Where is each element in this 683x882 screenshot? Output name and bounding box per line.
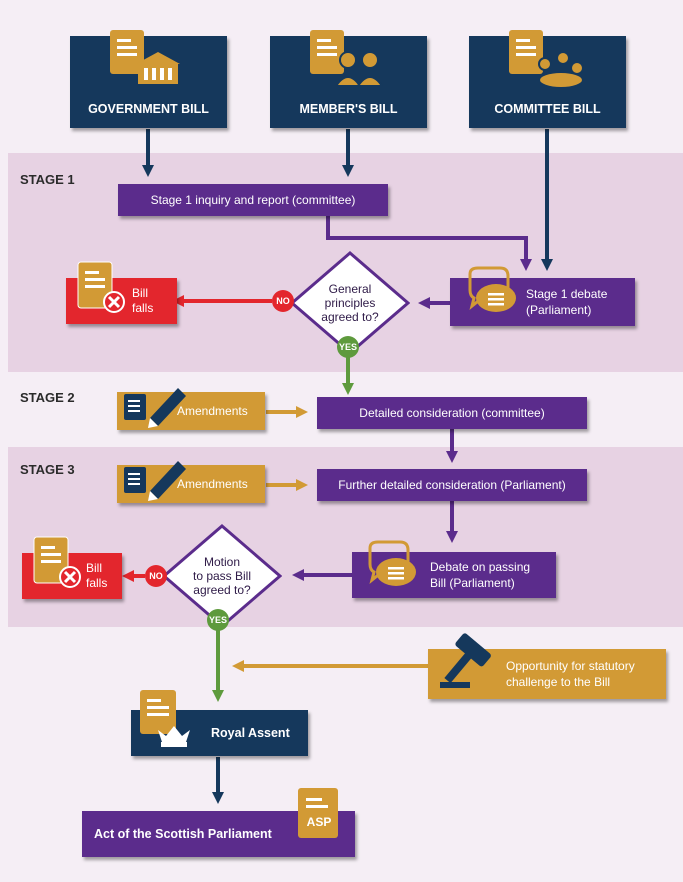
stage1-yes-badge: YES xyxy=(337,336,359,358)
stage1-inquiry-box: Stage 1 inquiry and report (committee) xyxy=(118,184,388,216)
stage1-decision-line3: agreed to? xyxy=(321,310,379,324)
speech-bubble-icon xyxy=(468,266,516,312)
stage1-debate-line2: (Parliament) xyxy=(526,303,592,317)
pen-icon xyxy=(124,461,186,501)
stage3-amendments-label: Amendments xyxy=(177,477,248,491)
members-bill-label: MEMBER'S BILL xyxy=(299,102,398,116)
pen-icon xyxy=(124,388,186,428)
stage3-consideration-box: Further detailed consideration (Parliame… xyxy=(317,469,587,501)
stage2-consideration-box: Detailed consideration (committee) xyxy=(317,397,587,429)
gavel-icon xyxy=(440,633,491,688)
stage3-decision-line3: agreed to? xyxy=(193,583,251,597)
stage2-amendments-label: Amendments xyxy=(177,404,248,418)
reject-icon xyxy=(77,261,125,313)
stage1-falls-line1: Bill xyxy=(132,286,149,300)
challenge-line1: Opportunity for statutory xyxy=(506,659,635,673)
stage3-debate-line1: Debate on passing xyxy=(430,560,531,574)
government-bill-label: GOVERNMENT BILL xyxy=(88,102,209,116)
stage1-debate-line1: Stage 1 debate xyxy=(526,287,608,301)
stage3-decision-line1: Motion xyxy=(203,555,241,569)
stage1-decision-line1: General xyxy=(328,282,372,296)
stage3-falls-line1: Bill xyxy=(86,561,103,575)
stage1-no-badge: NO xyxy=(272,290,294,312)
stage2-consideration-label: Detailed consideration (committee) xyxy=(359,406,545,420)
government-bill-box: GOVERNMENT BILL xyxy=(70,30,227,128)
act-label: Act of the Scottish Parliament xyxy=(94,827,272,841)
committee-icon xyxy=(509,30,584,89)
statutory-challenge-box: Opportunity for statutory challenge to th… xyxy=(428,649,666,699)
stage1-decision-diamond: General principles agreed to? xyxy=(290,251,410,355)
stage3-label: STAGE 3 xyxy=(20,462,75,477)
stage3-debate-line2: Bill (Parliament) xyxy=(430,576,515,590)
stage1-decision-line2: principles xyxy=(324,296,376,310)
document-icon xyxy=(298,788,338,838)
stage3-no-badge: NO xyxy=(145,565,167,587)
crown-icon xyxy=(140,690,190,747)
stage1-label: STAGE 1 xyxy=(20,172,75,187)
members-bill-box: MEMBER'S BILL xyxy=(270,30,427,128)
asp-label: ASP xyxy=(306,815,332,829)
stage3-decision-line2: to pass Bill xyxy=(192,569,252,583)
stage3-consideration-label: Further detailed consideration (Parliame… xyxy=(338,478,566,492)
stage1-inquiry-label: Stage 1 inquiry and report (committee) xyxy=(150,193,356,207)
royal-assent-label: Royal Assent xyxy=(211,726,290,740)
parliament-building-icon xyxy=(110,30,180,84)
stage3-yes-badge: YES xyxy=(207,609,229,631)
committee-bill-box: COMMITTEE BILL xyxy=(469,30,626,128)
stage3-falls-line2: falls xyxy=(86,576,108,590)
challenge-line2: challenge to the Bill xyxy=(506,675,611,689)
speech-bubble-icon xyxy=(368,540,416,586)
reject-icon xyxy=(33,536,81,588)
stage1-falls-line2: falls xyxy=(132,301,154,315)
stage2-label: STAGE 2 xyxy=(20,390,75,405)
committee-bill-label: COMMITTEE BILL xyxy=(494,102,601,116)
people-icon xyxy=(310,30,384,87)
